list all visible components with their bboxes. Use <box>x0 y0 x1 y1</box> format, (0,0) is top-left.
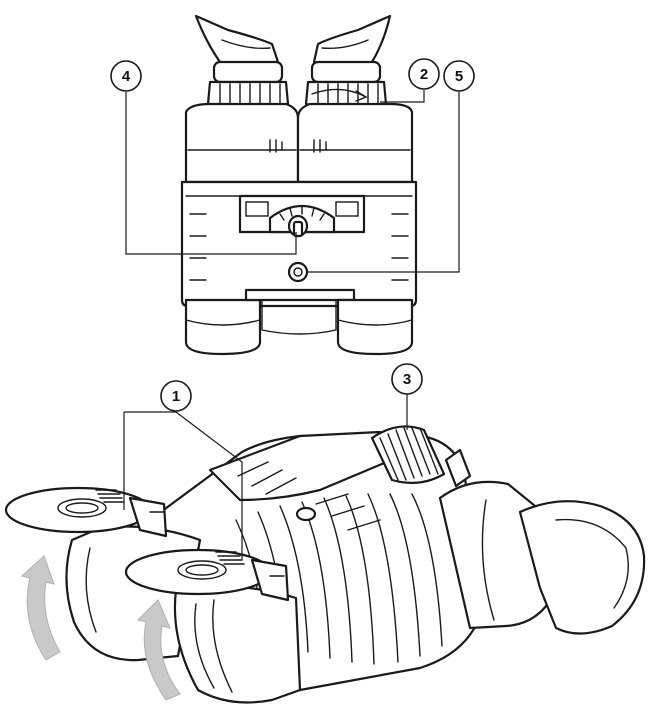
focus-wheel <box>370 425 472 488</box>
left-eyecup <box>194 14 290 111</box>
top-binocular-view <box>125 14 460 356</box>
ir-button-icon <box>287 261 309 283</box>
callout-1: 1 <box>160 380 192 412</box>
callout-5-label: 5 <box>455 68 463 85</box>
callout-leaders-bottom <box>123 394 408 560</box>
bottom-binocular-view <box>4 394 646 704</box>
flip-arrow-lower-icon <box>137 599 181 701</box>
callout-3: 3 <box>391 363 423 395</box>
callout-leaders-top <box>125 90 460 273</box>
callout-5: 5 <box>443 60 475 92</box>
lens-cap-lower <box>124 548 290 602</box>
callout-4-label: 4 <box>122 68 131 85</box>
eyepiece-right <box>438 480 646 635</box>
right-eyecup <box>304 14 392 111</box>
callout-2-label: 2 <box>420 66 428 83</box>
lens-cap-upper <box>4 486 168 538</box>
callout-3-label: 3 <box>403 371 411 388</box>
callout-4: 4 <box>110 60 142 92</box>
flip-arrow-upper-icon <box>20 555 61 661</box>
objective-barrels-top <box>184 288 414 356</box>
callout-2: 2 <box>408 58 440 90</box>
callout-1-label: 1 <box>172 388 180 405</box>
main-body <box>180 180 418 308</box>
top-housing <box>184 102 414 184</box>
diopter-rotation-icon <box>311 88 365 97</box>
